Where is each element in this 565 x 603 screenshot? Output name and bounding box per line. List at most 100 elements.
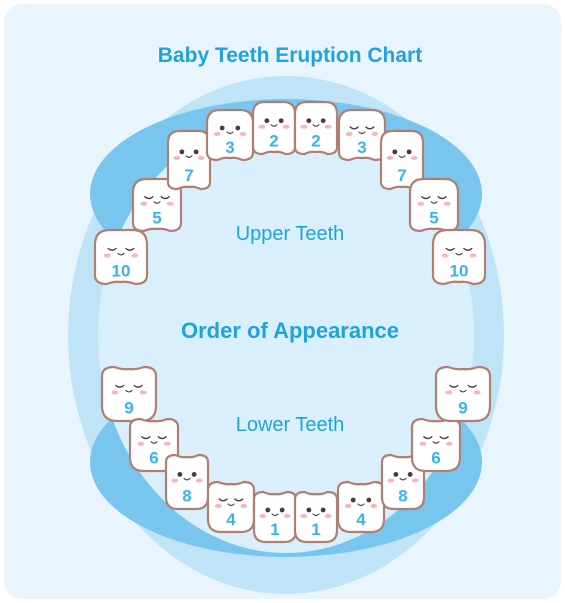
cheek-icon — [111, 390, 118, 394]
eye-icon — [265, 508, 270, 513]
eruption-order-number: 2 — [311, 132, 320, 151]
eruption-order-number: 5 — [429, 209, 438, 228]
cheek-icon — [417, 202, 424, 206]
upper-tooth: 5 — [410, 179, 458, 231]
cheek-icon — [300, 125, 307, 129]
upper-tooth: 2 — [253, 102, 295, 154]
cheek-icon — [346, 132, 353, 136]
eruption-order-number: 5 — [152, 209, 161, 228]
cheek-icon — [104, 253, 111, 257]
cheek-icon — [370, 504, 377, 508]
cheek-icon — [258, 125, 265, 129]
cheek-icon — [300, 514, 307, 518]
cheek-icon — [171, 478, 178, 482]
upper-tooth: 3 — [339, 110, 385, 160]
cheek-icon — [167, 202, 174, 206]
eruption-order-number: 7 — [397, 166, 406, 185]
cheek-icon — [419, 442, 426, 446]
cheek-icon — [239, 132, 246, 136]
cheek-icon — [140, 390, 147, 394]
eruption-order-number: 4 — [226, 510, 236, 529]
cheek-icon — [325, 125, 332, 129]
cheek-icon — [284, 514, 291, 518]
cheek-icon — [137, 442, 144, 446]
cheek-icon — [442, 253, 449, 257]
cheek-icon — [387, 478, 394, 482]
cheek-icon — [215, 504, 222, 508]
eruption-order-number: 8 — [398, 486, 407, 505]
cheek-icon — [411, 156, 418, 160]
cheek-icon — [325, 514, 332, 518]
cheek-icon — [198, 156, 205, 160]
order-of-appearance-label: Order of Appearance — [181, 318, 399, 343]
eruption-order-number: 6 — [431, 449, 440, 468]
eruption-order-number: 1 — [311, 520, 320, 539]
lower-tooth: 8 — [166, 455, 208, 509]
eruption-order-number: 3 — [357, 138, 366, 157]
eye-icon — [407, 149, 412, 154]
eye-icon — [194, 149, 199, 154]
lower-tooth: 6 — [412, 419, 460, 471]
eruption-order-number: 2 — [269, 132, 278, 151]
lower-teeth-label: Lower Teeth — [236, 414, 345, 436]
eruption-order-number: 10 — [450, 261, 469, 280]
cheek-icon — [444, 202, 451, 206]
upper-tooth: 3 — [207, 110, 253, 160]
cheek-icon — [386, 156, 393, 160]
eye-icon — [408, 472, 413, 477]
cheek-icon — [259, 514, 266, 518]
chart-card: Baby Teeth Eruption Chart Upper Teeth Or… — [4, 4, 561, 599]
cheek-icon — [445, 390, 452, 394]
cheek-icon — [173, 156, 180, 160]
cheek-icon — [240, 504, 247, 508]
eruption-order-number: 9 — [124, 398, 133, 417]
chart-title: Baby Teeth Eruption Chart — [158, 44, 422, 67]
lower-tooth: 9 — [436, 367, 490, 421]
eye-icon — [177, 472, 182, 477]
eruption-order-number: 1 — [270, 520, 279, 539]
eye-icon — [264, 118, 269, 123]
eruption-order-number: 3 — [225, 138, 234, 157]
lower-tooth: 9 — [102, 367, 156, 421]
cheek-icon — [474, 390, 481, 394]
eye-icon — [393, 472, 398, 477]
teeth-diagram: Baby Teeth Eruption Chart Upper Teeth Or… — [4, 4, 561, 599]
cheek-icon — [345, 504, 352, 508]
eye-icon — [306, 118, 311, 123]
cheek-icon — [446, 442, 453, 446]
cheek-icon — [196, 478, 203, 482]
eye-icon — [280, 508, 285, 513]
eye-icon — [279, 118, 284, 123]
eye-icon — [321, 508, 326, 513]
eruption-order-number: 10 — [112, 261, 131, 280]
eruption-order-number: 4 — [356, 510, 366, 529]
eye-icon — [192, 472, 197, 477]
eye-icon — [351, 498, 356, 503]
cheek-icon — [371, 132, 378, 136]
upper-tooth: 7 — [168, 131, 210, 189]
cheek-icon — [131, 253, 138, 257]
upper-tooth: 10 — [433, 230, 485, 284]
eye-icon — [321, 118, 326, 123]
eye-icon — [366, 498, 371, 503]
eye-icon — [306, 508, 311, 513]
cheek-icon — [469, 253, 476, 257]
lower-tooth: 1 — [254, 492, 296, 542]
cheek-icon — [412, 478, 419, 482]
cheek-icon — [164, 442, 171, 446]
eye-icon — [179, 149, 184, 154]
cheek-icon — [283, 125, 290, 129]
cheek-icon — [140, 202, 147, 206]
eruption-order-number: 7 — [184, 166, 193, 185]
eye-icon — [220, 126, 225, 131]
eye-icon — [235, 126, 240, 131]
eye-icon — [392, 149, 397, 154]
lower-tooth: 4 — [208, 482, 254, 532]
eruption-order-number: 9 — [458, 398, 467, 417]
eruption-order-number: 8 — [182, 486, 191, 505]
upper-teeth-label: Upper Teeth — [236, 223, 345, 245]
cheek-icon — [214, 132, 221, 136]
lower-tooth: 4 — [338, 482, 384, 532]
lower-tooth: 1 — [295, 492, 337, 542]
upper-tooth: 10 — [95, 230, 147, 284]
